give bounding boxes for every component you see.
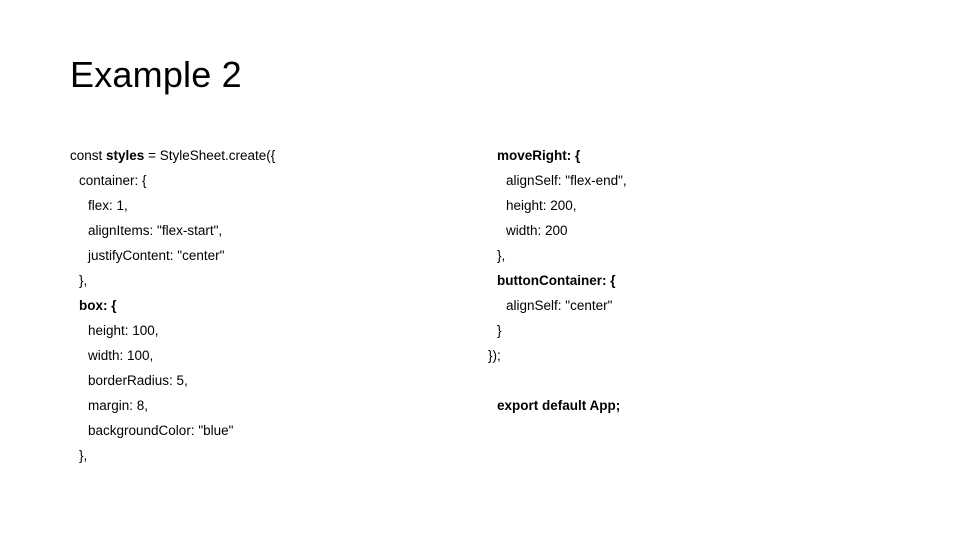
- code-line: height: 200,: [506, 198, 577, 213]
- code-line: box: {: [79, 298, 117, 313]
- code-line: container: {: [79, 173, 147, 188]
- code-block-left: const styles = StyleSheet.create({ conta…: [70, 143, 460, 468]
- code-line: });: [488, 348, 501, 363]
- code-line: },: [79, 448, 88, 463]
- code-token-stylesheet-create: = StyleSheet.create({: [144, 148, 276, 163]
- code-line: alignSelf: "center": [506, 298, 613, 313]
- code-line: borderRadius: 5,: [88, 373, 188, 388]
- code-token-styles: styles: [106, 148, 145, 163]
- code-line: alignItems: "flex-start",: [88, 223, 223, 238]
- code-line: },: [79, 273, 88, 288]
- code-line: width: 200: [506, 223, 568, 238]
- code-line: },: [497, 248, 506, 263]
- code-line-blank: [488, 368, 888, 393]
- code-line: flex: 1,: [88, 198, 128, 213]
- page-title: Example 2: [70, 54, 242, 95]
- code-block-right: moveRight: { alignSelf: "flex-end", heig…: [488, 143, 888, 418]
- code-line: }: [497, 323, 502, 338]
- code-line: alignSelf: "flex-end",: [506, 173, 627, 188]
- code-line: margin: 8,: [88, 398, 149, 413]
- code-line: moveRight: {: [497, 148, 581, 163]
- code-line: width: 100,: [88, 348, 154, 363]
- code-line: justifyContent: "center": [88, 248, 225, 263]
- code-line: export default App;: [497, 398, 621, 413]
- code-line: backgroundColor: "blue": [88, 423, 234, 438]
- code-line: const styles = StyleSheet.create({: [70, 143, 460, 168]
- code-line: height: 100,: [88, 323, 159, 338]
- code-line: buttonContainer: {: [497, 273, 616, 288]
- code-token-const: const: [70, 148, 107, 163]
